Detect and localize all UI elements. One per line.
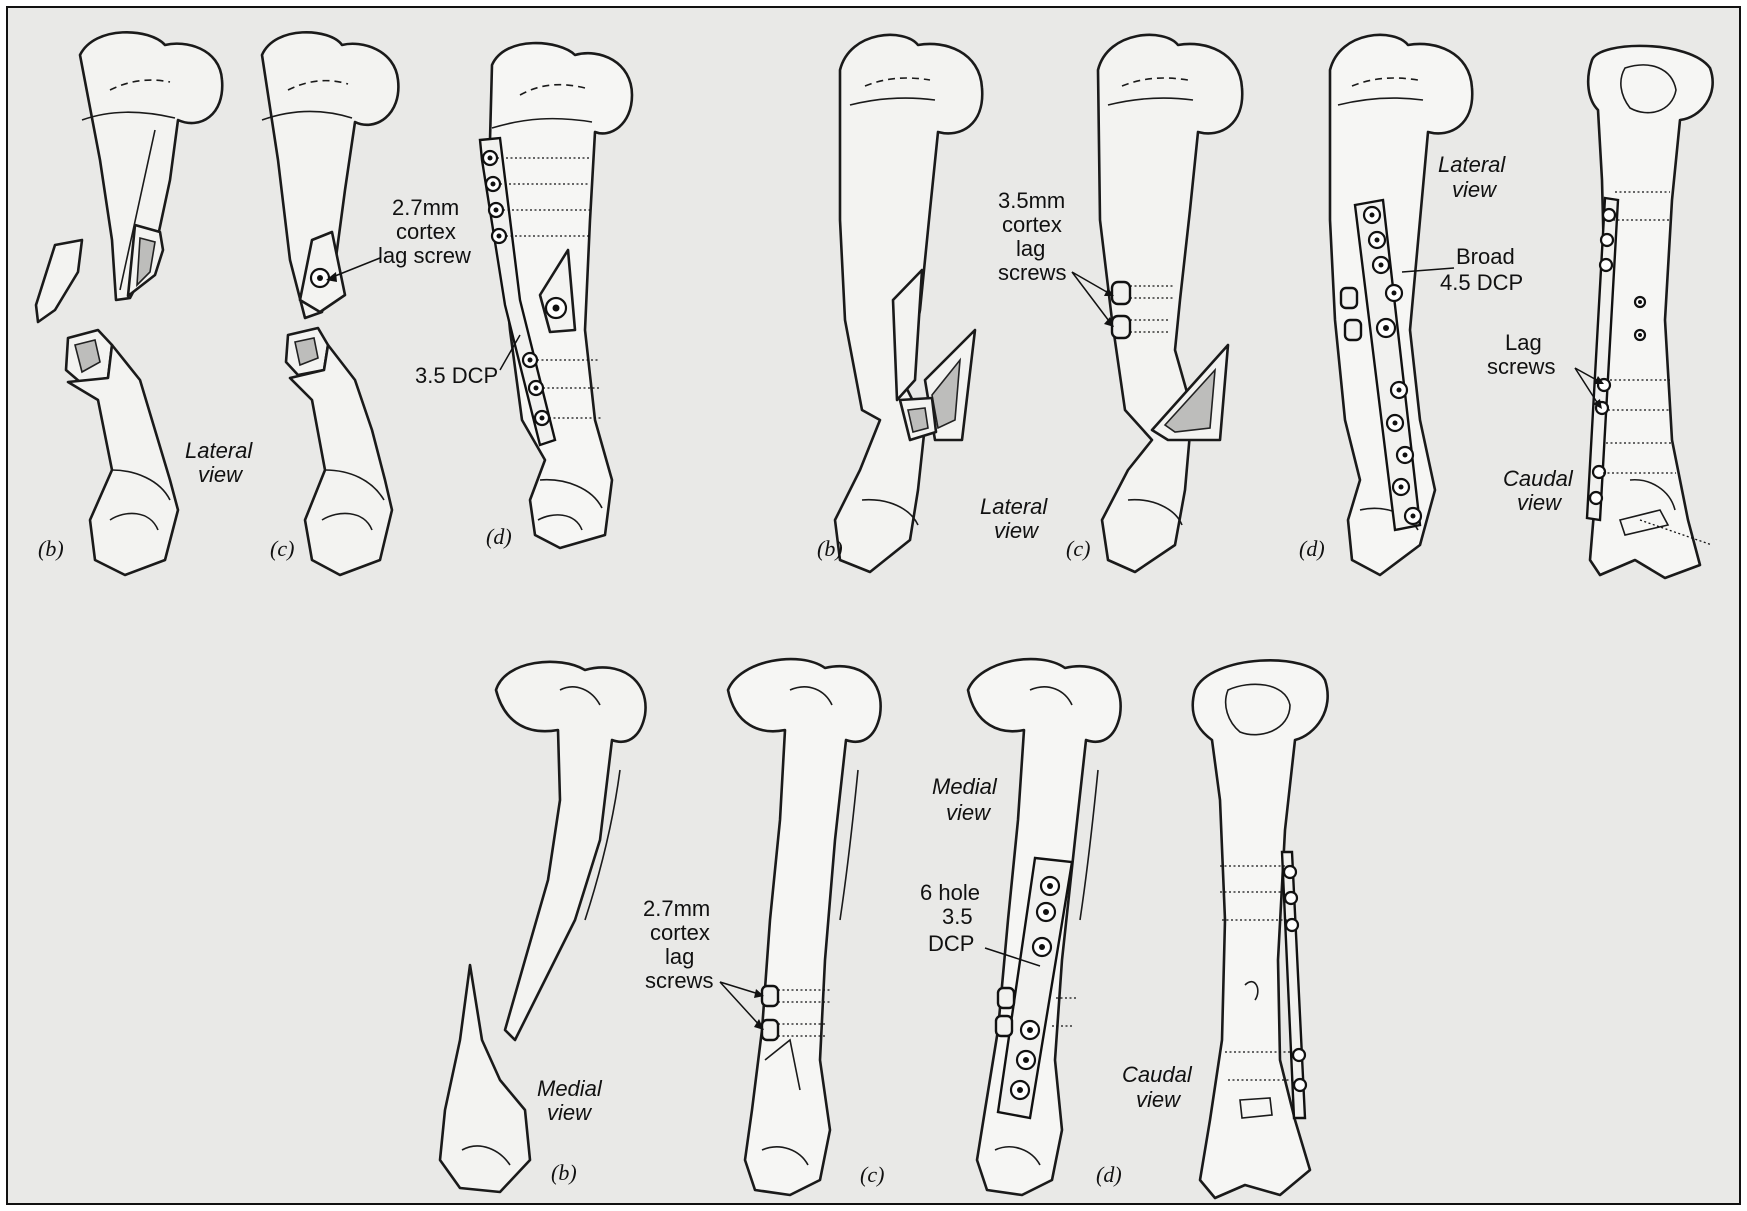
- tr-sub-c: (c): [1066, 536, 1090, 561]
- bt-plate-label-3: DCP: [928, 931, 974, 956]
- tr-plate-label-1: Broad: [1456, 244, 1515, 269]
- tr-view-label-1: Lateral: [980, 494, 1048, 519]
- tr-lag-label-2: screws: [1487, 354, 1555, 379]
- bt-bone-c: [728, 659, 881, 1195]
- bt-sub-d: (d): [1096, 1162, 1122, 1187]
- tr-plate-label-2: 4.5 DCP: [1440, 270, 1523, 295]
- tr-screw-label-3: lag: [1016, 236, 1045, 261]
- tl-sub-d: (d): [486, 524, 512, 549]
- bt-plate-label-2: 3.5: [942, 904, 973, 929]
- tl-screw-label-2: cortex: [396, 219, 456, 244]
- bt-sub-b: (b): [551, 1160, 577, 1185]
- tr-view-label-2: view: [994, 518, 1040, 543]
- tr-view-label-d-2: view: [1452, 177, 1498, 202]
- tl-sub-c: (c): [270, 536, 294, 561]
- tl-sub-b: (b): [38, 536, 64, 561]
- bt-plate-label-1: 6 hole: [920, 880, 980, 905]
- bt-view-label-d-1: Medial: [932, 774, 998, 799]
- tl-screw-label-3: lag screw: [378, 243, 471, 268]
- tr-sub-d: (d): [1299, 536, 1325, 561]
- tr-view-label-d-1: Lateral: [1438, 152, 1506, 177]
- tr-screw-label-1: 3.5mm: [998, 188, 1065, 213]
- bt-bone-b: [440, 662, 646, 1192]
- bt-bone-caudal: [1193, 660, 1328, 1198]
- tl-plate-label: 3.5 DCP: [415, 363, 498, 388]
- tr-lag-label-1: Lag: [1505, 330, 1542, 355]
- tl-screw-label-1: 2.7mm: [392, 195, 459, 220]
- tr-screw-label-4: screws: [998, 260, 1066, 285]
- bt-view-label-1: Medial: [537, 1076, 603, 1101]
- tr-bone-b: [835, 35, 982, 572]
- tr-caudal-label-2: view: [1517, 490, 1563, 515]
- bt-sub-c: (c): [860, 1162, 884, 1187]
- tl-bone-b: [36, 32, 222, 575]
- bt-screw-label-1: 2.7mm: [643, 896, 710, 921]
- tl-view-label-2: view: [198, 462, 244, 487]
- bt-caudal-label-1: Caudal: [1122, 1062, 1193, 1087]
- tl-view-label-1: Lateral: [185, 438, 253, 463]
- tr-caudal-label-1: Caudal: [1503, 466, 1574, 491]
- bt-screw-label-3: lag: [665, 944, 694, 969]
- bt-plate-d: [996, 858, 1078, 1118]
- bt-screw-label-2: cortex: [650, 920, 710, 945]
- bt-view-label-d-2: view: [946, 800, 992, 825]
- bt-view-label-2: view: [547, 1100, 593, 1125]
- tl-bone-c: [262, 32, 398, 575]
- tr-sub-b: (b): [817, 536, 843, 561]
- tr-screw-label-2: cortex: [1002, 212, 1062, 237]
- bt-caudal-label-2: view: [1136, 1087, 1182, 1112]
- bt-screw-label-4: screws: [645, 968, 713, 993]
